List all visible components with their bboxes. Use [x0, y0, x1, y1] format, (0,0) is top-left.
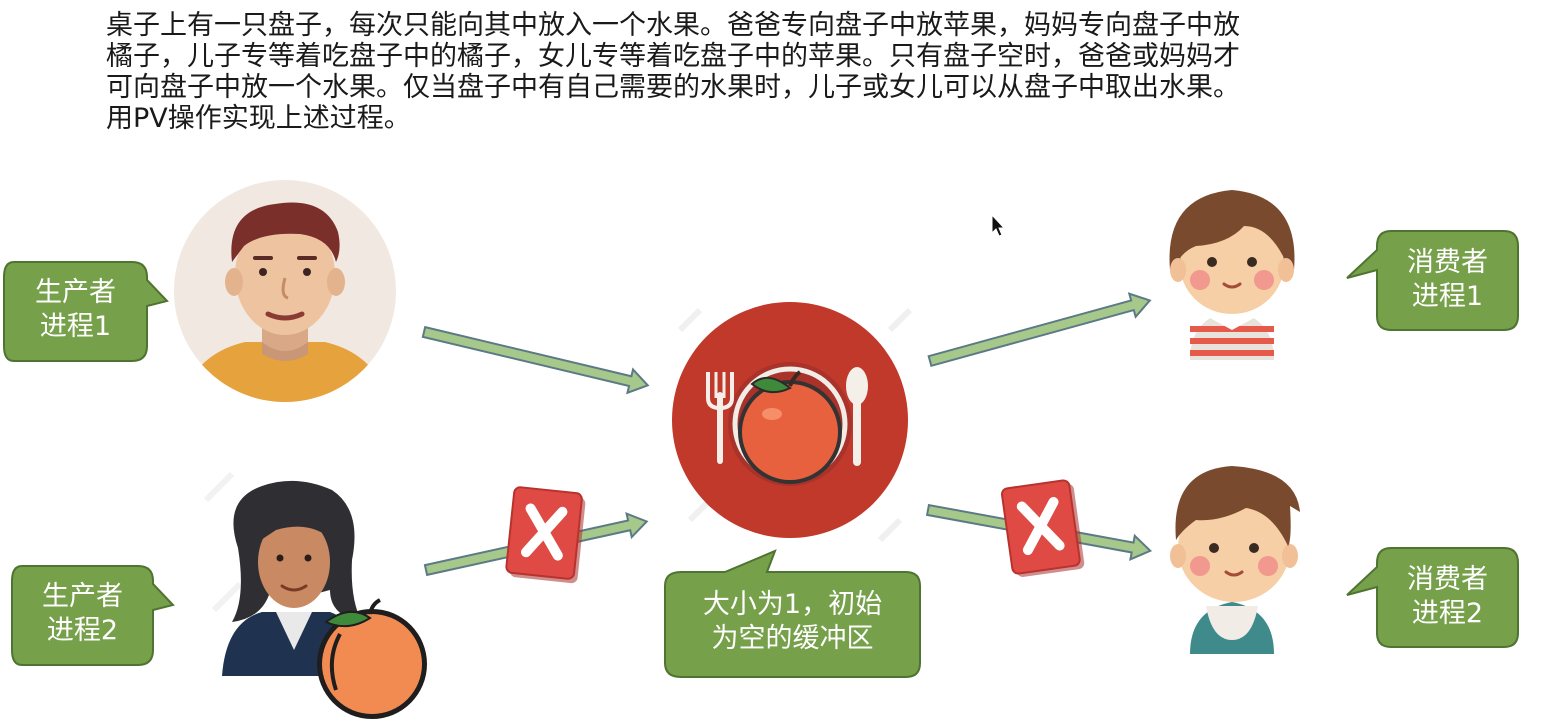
callout-producer2 [11, 565, 175, 666]
callout-buffer [664, 549, 921, 678]
son-avatar-icon [1170, 466, 1300, 654]
consumer1-label-line2: 进程1 [1411, 281, 1484, 312]
problem-line-2: 橘子，儿子专等着吃盘子中的橘子，女儿专等着吃盘子中的苹果。只有盘子空时，爸爸或妈… [106, 41, 1240, 72]
callout-consumer2-text: 消费者 进程2 [1377, 563, 1518, 631]
consumer1-label-line1: 消费者 [1407, 247, 1488, 278]
callout-producer1 [3, 261, 169, 362]
plate-with-apple-icon [672, 302, 913, 543]
consumer2-label-line1: 消费者 [1407, 564, 1488, 595]
callout-consumer1-text: 消费者 进程1 [1377, 246, 1518, 314]
red-x-icon [505, 486, 586, 584]
buffer-label-line1: 大小为1，初始 [702, 589, 883, 620]
producer1-label-line1: 生产者 [35, 277, 116, 308]
father-avatar-icon [174, 180, 396, 402]
consumer2-label-line2: 进程2 [1411, 598, 1484, 629]
mouse-cursor-icon [991, 213, 1006, 237]
callout-consumer2 [1346, 547, 1519, 648]
orange-icon [317, 598, 427, 719]
arrow-producer1-to-plate [421, 325, 650, 395]
red-x-icon [1000, 479, 1085, 577]
callout-producer1-text: 生产者 进程1 [4, 276, 147, 344]
producer2-label-line2: 进程2 [46, 615, 119, 646]
daughter-avatar-icon [1169, 190, 1295, 360]
callout-producer2-text: 生产者 进程2 [12, 580, 153, 648]
producer2-label-line1: 生产者 [42, 581, 123, 612]
callout-buffer-text: 大小为1，初始 为空的缓冲区 [665, 588, 920, 656]
arrow-plate-to-consumer1 [927, 292, 1152, 368]
problem-line-4: 用PV操作实现上述过程。 [106, 103, 411, 134]
problem-line-1: 桌子上有一只盘子，每次只能向其中放入一个水果。爸爸专向盘子中放苹果，妈妈专向盘子… [106, 10, 1240, 41]
problem-line-3: 可向盘子中放一个水果。仅当盘子中有自己需要的水果时，儿子或女儿可以从盘子中取出水… [106, 72, 1240, 103]
producer1-label-line2: 进程1 [39, 311, 112, 342]
buffer-label-line2: 为空的缓冲区 [711, 623, 874, 654]
problem-statement: 桌子上有一只盘子，每次只能向其中放入一个水果。爸爸专向盘子中放苹果，妈妈专向盘子… [106, 10, 1436, 134]
callout-consumer1 [1346, 230, 1519, 331]
